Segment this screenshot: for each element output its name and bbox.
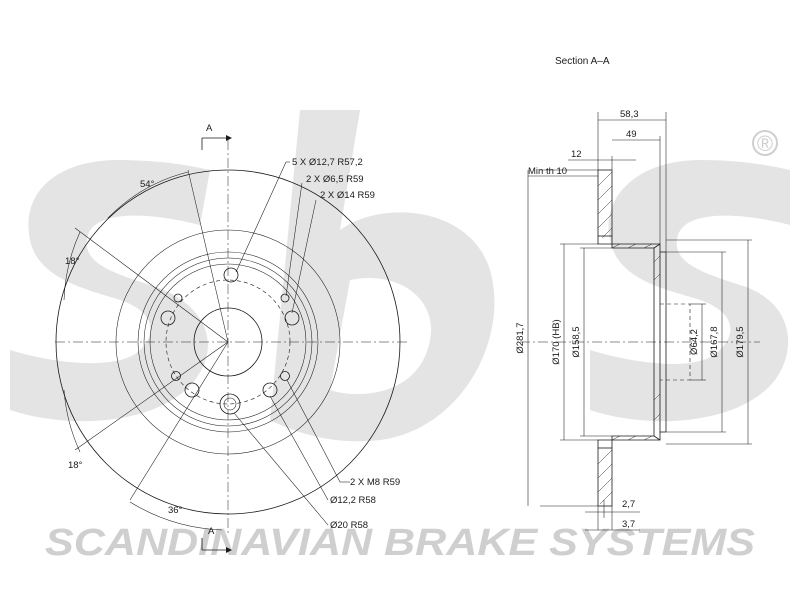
bolt-hole-1 bbox=[223, 267, 239, 283]
registered-circle bbox=[752, 130, 778, 156]
dim-179: Ø179,5 bbox=[735, 326, 746, 357]
friction-ring-inner-edge bbox=[115, 229, 341, 455]
radial-line-upper-left bbox=[74, 227, 229, 343]
front-view: 54° 18° 18° 36° A A 5 X Ø12,7 R57,2 2 X … bbox=[55, 123, 410, 553]
registered-mark: ® bbox=[757, 131, 773, 156]
section-title: Section A–A bbox=[555, 56, 610, 67]
angle-arc-36 bbox=[129, 501, 223, 531]
hat-inner-step bbox=[149, 263, 307, 421]
disc-outer-edge bbox=[55, 169, 401, 515]
bolt-hole-3 bbox=[262, 382, 278, 398]
leader-threads bbox=[286, 379, 341, 483]
dim-58: 58,3 bbox=[620, 109, 639, 120]
hat-outline-outer bbox=[597, 236, 661, 448]
dim-167: Ø167,8 bbox=[709, 326, 720, 357]
callout-hole-r58: Ø12,2 R58 bbox=[330, 495, 376, 506]
dim-49: 49 bbox=[626, 129, 637, 140]
watermark-s-logo-left bbox=[10, 160, 210, 422]
bolt-hole-4 bbox=[184, 382, 200, 398]
callout-threads: 2 X M8 R59 bbox=[350, 477, 400, 488]
hat-chamfer-bottom bbox=[653, 435, 661, 441]
dim-2-7: 2,7 bbox=[622, 499, 635, 510]
angle-label-18-lower: 18° bbox=[68, 460, 83, 471]
angle-arc-18-upper bbox=[63, 231, 81, 301]
large-hole-inner bbox=[223, 397, 237, 411]
hat-outline-inner bbox=[611, 236, 655, 448]
leader-hole-20 bbox=[233, 412, 329, 526]
hat-chamfer-top bbox=[653, 243, 661, 249]
dim-12: 12 bbox=[571, 149, 582, 160]
dim-3-7: 3,7 bbox=[622, 519, 635, 530]
section-marker-bottom-label: A bbox=[208, 526, 215, 537]
brand-watermark: SCANDINAVIAN BRAKE SYSTEMS ® bbox=[10, 110, 790, 564]
leader-hole-r58 bbox=[269, 395, 329, 501]
callout-large-holes: 2 X Ø14 R59 bbox=[320, 190, 375, 201]
brand-text: SCANDINAVIAN BRAKE SYSTEMS bbox=[45, 522, 755, 564]
friction-ring-upper bbox=[597, 169, 613, 237]
watermark-s-logo-right bbox=[590, 160, 790, 422]
threaded-hole-2 bbox=[171, 371, 181, 381]
section-hatching bbox=[597, 171, 661, 505]
angle-arc-54 bbox=[107, 171, 189, 219]
angle-label-54: 54° bbox=[140, 179, 155, 190]
small-hole-1 bbox=[280, 293, 290, 303]
section-view: Section A–A bbox=[515, 56, 760, 531]
watermark-b-logo bbox=[270, 110, 495, 442]
section-marker-top-label: A bbox=[206, 123, 213, 134]
radial-line-top bbox=[187, 169, 229, 343]
large-hole bbox=[219, 393, 241, 415]
bolt-circle bbox=[165, 279, 291, 405]
leader-large-holes bbox=[291, 199, 317, 314]
bore-hidden-lines bbox=[660, 303, 691, 381]
dim-min-th: Min th 10 bbox=[528, 166, 567, 177]
section-marker-bottom-arrowhead bbox=[226, 547, 232, 553]
centre-bore bbox=[193, 307, 263, 377]
angle-label-36: 36° bbox=[168, 505, 183, 516]
angle-label-18-upper: 18° bbox=[65, 256, 80, 267]
small-hole-2 bbox=[173, 293, 183, 303]
section-marker-top-arrowhead bbox=[226, 135, 232, 141]
angle-arc-18-lower bbox=[63, 389, 81, 453]
radial-line-lower-left bbox=[74, 341, 229, 451]
hat-step-edge bbox=[143, 257, 313, 427]
leader-small-holes bbox=[285, 182, 303, 297]
bolt-hole-5 bbox=[160, 310, 176, 326]
dim-170: Ø170 (HB) bbox=[551, 319, 562, 364]
callout-hole-20: Ø20 R58 bbox=[330, 520, 368, 531]
radial-line-bottom bbox=[129, 341, 229, 501]
dim-158: Ø158,5 bbox=[571, 326, 582, 357]
dim-64: Ø64,2 bbox=[689, 329, 700, 355]
callout-small-holes: 2 X Ø6,5 R59 bbox=[306, 174, 364, 185]
threaded-hole-1 bbox=[280, 371, 290, 381]
hat-outer-edge bbox=[137, 251, 319, 433]
bolt-hole-2 bbox=[284, 310, 300, 326]
callout-bolt-holes: 5 X Ø12,7 R57,2 bbox=[292, 157, 363, 168]
friction-ring-lower bbox=[597, 447, 613, 507]
dim-outer-dia: Ø281,7 bbox=[515, 322, 526, 353]
leader-bolt-holes bbox=[235, 161, 287, 273]
